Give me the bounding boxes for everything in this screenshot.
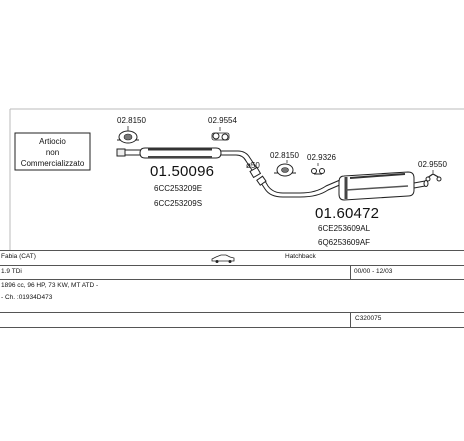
clamp-2-number: 02.8150 [270,151,299,160]
not-sold-line-3: Commercializzato [20,159,85,168]
clamp-icon-1 [117,126,139,144]
pipe-diameter: ø50 [246,161,260,170]
vehicle-engine: 1.9 TDi [1,268,22,275]
table-divider-code [350,312,351,327]
car-icon [211,254,235,263]
rear-silencer-part [256,171,429,201]
vehicle-years: 00/00 - 12/03 [354,268,393,275]
table-line-3 [0,279,464,280]
clamp-icon-2 [274,160,296,177]
not-sold-line-2: non [45,148,60,157]
hanger-icon-1 [211,127,230,141]
rear-silencer-oem-1: 6CE253609AL [318,224,371,233]
vehicle-body-type: Hatchback [285,253,316,260]
vehicle-specs: 1896 cc, 96 HP, 73 KW, MT ATD - [1,282,99,289]
table-line-2 [0,265,464,266]
hanger-icon-3 [425,170,442,182]
front-silencer-oem-2: 6CC253209S [154,199,203,208]
table-line-5 [0,327,464,328]
hanger-2-number: 02.9326 [307,153,336,162]
hanger-3-number: 02.9550 [418,160,447,169]
catalog-code: C320075 [355,315,382,322]
hanger-icon-2 [311,163,325,175]
front-silencer-oem-1: 6CC253209E [154,184,203,193]
rear-silencer-oem-2: 6Q6253609AF [318,238,371,247]
vehicle-chassis: - Ch. :01934D473 [1,294,53,301]
not-sold-line-1: Artiocio [39,137,66,146]
rear-silencer-number: 01.60472 [315,205,380,222]
table-line-1 [0,250,464,251]
front-silencer-number: 01.50096 [150,163,215,180]
hanger-1-number: 02.9554 [208,116,237,125]
table-divider-years [350,265,351,279]
not-sold-box-text: Artiocio non Commercializzato [15,136,90,169]
table-line-4 [0,312,464,313]
front-silencer-part [116,147,262,179]
vehicle-model: Fabia (CAT) [1,253,36,260]
not-sold-box [14,132,91,171]
clamp-1-number: 02.8150 [117,116,146,125]
